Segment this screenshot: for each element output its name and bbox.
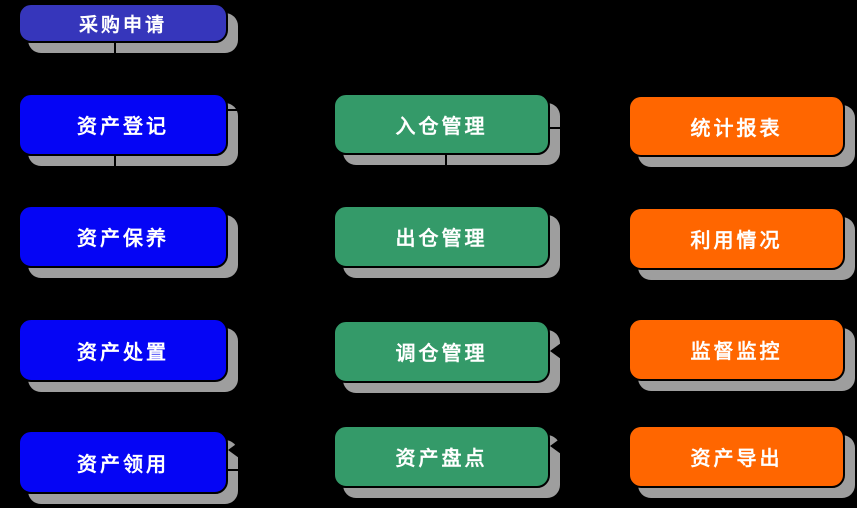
node-box: 入仓管理 [333, 93, 550, 155]
node-asset-stocktaking: 资产盘点 [333, 425, 560, 498]
node-box: 资产导出 [628, 425, 845, 488]
arrowhead-into-asset-stocktaking [550, 438, 561, 454]
node-label: 资产保养 [77, 228, 169, 250]
node-box: 资产保养 [18, 205, 228, 268]
connector-requisition-right [228, 469, 250, 471]
node-utilization-status: 利用情况 [628, 207, 855, 280]
arrowhead-into-transfer-management [550, 343, 561, 359]
node-box: 调仓管理 [333, 320, 550, 383]
connector-inbound-right [550, 127, 574, 129]
node-box: 资产盘点 [333, 425, 550, 488]
node-box: 出仓管理 [333, 205, 550, 268]
node-label: 资产盘点 [395, 448, 488, 470]
node-box: 采购申请 [18, 3, 228, 43]
node-asset-registration: 资产登记 [18, 93, 238, 166]
node-label: 监督监控 [690, 341, 783, 363]
node-label: 资产领用 [77, 453, 169, 476]
node-label: 出仓管理 [395, 228, 488, 250]
node-box: 利用情况 [628, 207, 845, 270]
node-asset-requisition: 资产领用 [18, 430, 238, 504]
node-transfer-management: 调仓管理 [333, 320, 560, 393]
node-asset-maintenance: 资产保养 [18, 205, 238, 278]
node-label: 资产处置 [77, 341, 169, 364]
node-box: 资产领用 [18, 430, 228, 494]
node-box: 监督监控 [628, 318, 845, 381]
node-label: 统计报表 [690, 117, 783, 140]
node-label: 资产登记 [77, 116, 169, 138]
node-asset-export: 资产导出 [628, 425, 855, 498]
node-procurement-request: 采购申请 [18, 3, 238, 53]
connector-procurement-to-registration [114, 43, 116, 93]
node-supervision-monitoring: 监督监控 [628, 318, 855, 391]
node-box: 资产处置 [18, 318, 228, 382]
node-box: 资产登记 [18, 93, 228, 156]
node-label: 采购申请 [78, 14, 167, 36]
node-label: 入仓管理 [395, 115, 488, 138]
connector-registration-to-maintenance [114, 156, 116, 206]
node-inbound-management: 入仓管理 [333, 93, 560, 165]
node-statistics-report: 统计报表 [628, 95, 855, 167]
arrowhead-into-asset-requisition [228, 442, 239, 458]
connector-registration-right [228, 109, 252, 111]
node-asset-disposal: 资产处置 [18, 318, 238, 392]
node-label: 调仓管理 [395, 343, 488, 365]
connector-inbound-to-outbound [445, 155, 447, 205]
node-outbound-management: 出仓管理 [333, 205, 560, 278]
node-label: 资产导出 [690, 448, 783, 470]
node-label: 利用情况 [690, 230, 783, 252]
node-box: 统计报表 [628, 95, 845, 157]
